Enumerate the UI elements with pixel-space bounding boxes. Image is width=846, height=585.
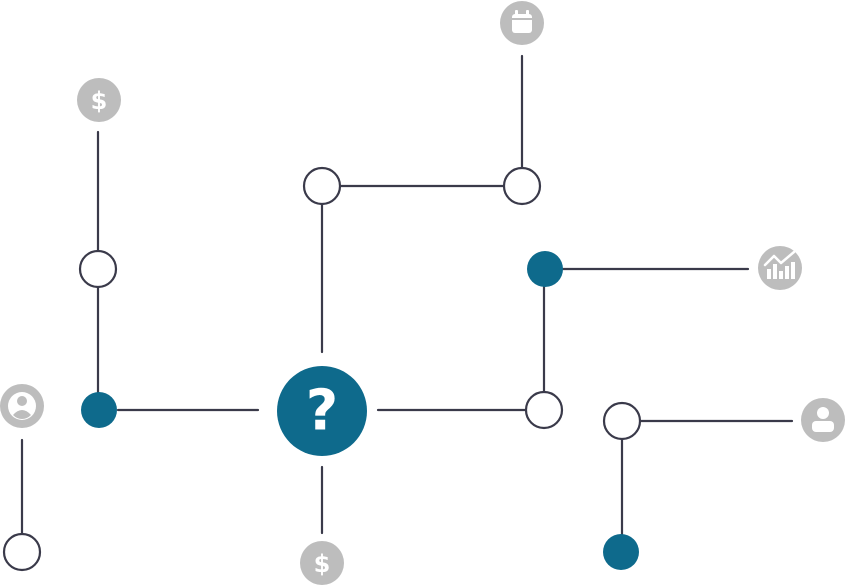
central-hub: ? [277,366,367,456]
hollow-node [78,249,118,289]
hollow-node [2,532,42,572]
dollar-glyph: $ [314,550,331,578]
filled-node [527,251,563,287]
hollow-node [524,390,564,430]
filled-node [81,392,117,428]
hollow-node [302,166,342,206]
dollar-icon: $ [300,541,344,585]
question-mark-icon: ? [306,379,338,444]
filled-node [603,534,639,570]
hollow-nodes [2,166,642,572]
hub-circle [277,366,367,456]
dollar-glyph: $ [91,87,108,115]
chart-icon [758,246,802,290]
user-icon [0,384,44,428]
hollow-node [502,166,542,206]
filled-nodes [81,251,639,570]
connector-lines [20,54,794,537]
user-icon [801,398,845,442]
hollow-node [602,401,642,441]
calendar-icon [500,1,544,45]
dollar-icon: $ [77,78,121,122]
